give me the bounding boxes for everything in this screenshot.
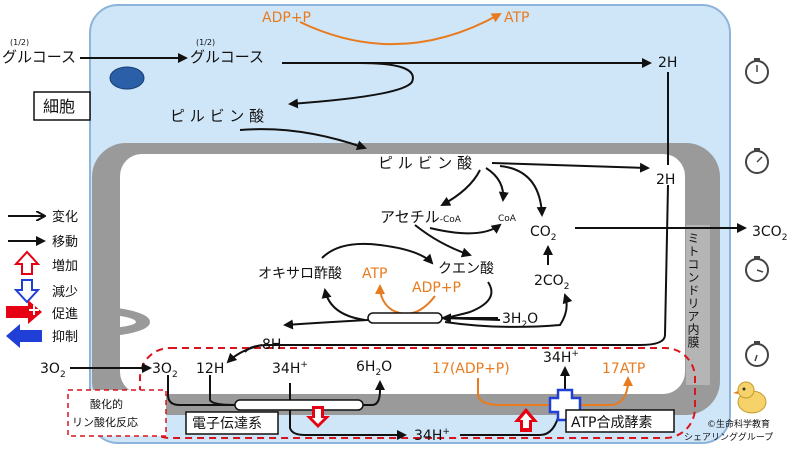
legend-decrease-label: 減少 — [52, 284, 78, 300]
pyruvate-to-2h-arrow — [491, 162, 650, 173]
acetyl-to-citrate-arrow — [414, 224, 472, 258]
half-label-outside: (1/2) — [10, 38, 29, 47]
legend-promote-plus — [29, 305, 39, 315]
cell-pyruvate-label: ピ ル ビ ン 酸 — [170, 107, 264, 125]
etc-box — [185, 411, 279, 435]
acetyl-coa-release-arrow — [429, 223, 502, 235]
glucose-inside-label: グルコース — [190, 48, 264, 66]
etc-o2-line — [167, 375, 240, 406]
pyruvate-to-acetyl-arrow — [440, 169, 481, 206]
cell-label-box — [33, 91, 91, 121]
o2-outside-label: 3O2 — [40, 361, 66, 380]
pyruvate-to-coa-arrow — [485, 167, 509, 202]
legend-increase-label: 増加 — [52, 259, 78, 274]
atp-synthase-label: ATP合成酵素 — [571, 415, 652, 431]
legend-inhibit-icon — [6, 324, 42, 348]
mitochondrion-matrix — [120, 154, 685, 394]
2co2-label: 2CO2 — [534, 273, 569, 292]
credit-line1: ©生命科学教育 — [707, 418, 770, 430]
adp17-label: 17(ADP+P) — [432, 361, 510, 377]
cycle-to-oxaloacetate-arrow — [321, 288, 366, 321]
legend-increase-icon — [13, 250, 41, 275]
mito-2h-label: 2H — [656, 172, 675, 188]
legend-change-label: 変化 — [52, 209, 78, 225]
water-label: 3H2O — [502, 311, 538, 330]
pyruvate-to-co2-arrow — [499, 165, 547, 217]
oxaloacetate-to-citrate-arrow — [321, 242, 434, 265]
stopwatch-icon — [745, 58, 769, 84]
etc-water-line — [362, 380, 385, 406]
etc-12h-line — [209, 375, 236, 406]
acetyl-label: アセチル-CoA — [380, 208, 462, 226]
ox-phos-line1: 酸化的 — [90, 397, 123, 411]
coa-label: CoA — [498, 214, 517, 224]
stopwatch-icon — [745, 341, 769, 367]
top-atp-arrow — [299, 13, 502, 46]
legend-move-label: 移動 — [52, 235, 78, 250]
etc-tube — [234, 399, 364, 411]
legend-promote-icon — [6, 300, 42, 324]
oxaloacetate-label: オキサロ酢酸 — [258, 266, 342, 282]
8h-label: 8H — [262, 337, 281, 353]
mito-pyruvate-label: ピ ル ビ ン 酸 — [378, 154, 472, 172]
stopwatch-icon — [745, 256, 769, 282]
cycle-to-8h-arrow — [283, 319, 369, 330]
cell-label: 細胞 — [43, 97, 75, 116]
pyruvate-transport-arrow — [239, 128, 367, 151]
etc-decrease-inner — [312, 409, 324, 424]
cycle-tube — [367, 312, 443, 324]
chick-mascot-icon — [733, 381, 767, 414]
glucose-outside-label: グルコース — [2, 48, 76, 66]
inner-membrane-label: ミトコンドリア内膜 — [686, 232, 700, 349]
etc-label: 電子伝達系 — [192, 416, 262, 432]
atp17-label: 17ATP — [602, 361, 645, 377]
8h-to-12h-arrow — [226, 344, 263, 364]
citrate-label: クエン酸 — [438, 261, 494, 277]
glucose-to-pyruvate-arrow — [288, 62, 414, 109]
etc-h34-line — [289, 383, 407, 440]
synthase-increase-inner — [520, 413, 532, 428]
inner-membrane-strip — [686, 225, 710, 385]
membrane-fold — [92, 305, 150, 338]
atp-synthase-box — [565, 409, 675, 433]
legend-inhibit-label: 抑制 — [52, 330, 78, 345]
h34-bottom-label: 34H+ — [414, 427, 450, 444]
h34-plus-label: 34H+ — [272, 360, 308, 377]
cycle-atp-arrow — [375, 284, 436, 315]
cycle-to-2co2-arrow — [444, 293, 573, 328]
co2-out-label: 3CO2 — [752, 224, 787, 243]
oxidative-label-box — [67, 389, 167, 437]
credit-line2: シェアリンググループ — [684, 431, 773, 443]
h34-top-label: 34H+ — [543, 349, 579, 366]
water6-label: 6H2O — [356, 359, 392, 378]
organelle-blob — [109, 66, 145, 90]
top-atp-label: ATP — [504, 10, 529, 26]
stopwatch-icon — [745, 148, 769, 174]
top-adp-label: ADP+P — [262, 10, 311, 26]
cycle-adp-label: ADP+P — [412, 280, 461, 296]
half-label-inside: (1/2) — [196, 38, 215, 47]
co2-label: CO2 — [530, 224, 557, 243]
ox-phos-line2: リン酸化反応 — [72, 415, 138, 429]
cell-2h-label: 2H — [658, 55, 677, 71]
legend-promote-label: 促進 — [52, 307, 78, 322]
legend-decrease-icon — [13, 279, 41, 304]
cycle-atp-label: ATP — [362, 266, 387, 282]
12h-label: 12H — [196, 361, 224, 377]
o2-label: 3O2 — [152, 361, 178, 380]
